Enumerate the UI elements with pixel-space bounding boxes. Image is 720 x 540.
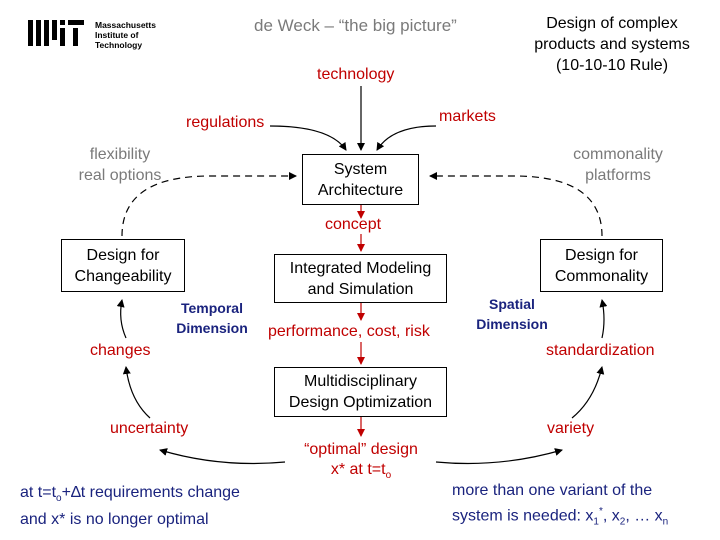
ims-line-1: Integrated Modeling xyxy=(289,259,432,277)
right-note-sub2: 2 xyxy=(619,516,626,528)
label-uncertainty: uncertainty xyxy=(110,420,189,437)
box-integrated-modeling: Integrated Modeling and Simulation xyxy=(274,254,447,303)
title-line-3: (10-10-10 Rule) xyxy=(555,57,669,74)
title-line-2: products and systems xyxy=(534,36,690,53)
mdo-line-2: Design Optimization xyxy=(288,394,433,411)
box-mdo: Multidisciplinary Design Optimization xyxy=(274,367,447,417)
label-markets: markets xyxy=(439,108,496,125)
arrow-dashed-left xyxy=(121,172,297,237)
arrow-markets xyxy=(376,125,437,151)
label-performance: performance, cost, risk xyxy=(268,323,430,340)
right-note-a: system is needed: x xyxy=(452,507,594,525)
right-note-sub3: n xyxy=(662,516,669,528)
right-note: more than one variant of the system is n… xyxy=(452,480,668,533)
mdo-line-1: Multidisciplinary xyxy=(304,373,417,390)
spatial-line-1: Spatial xyxy=(489,296,535,312)
mit-logo xyxy=(28,18,86,48)
flexibility-label: flexibility real options xyxy=(58,144,182,186)
label-changes: changes xyxy=(90,342,151,359)
right-note-b: , x xyxy=(602,507,620,525)
title-line-1: Design of complex xyxy=(546,15,678,32)
label-concept: concept xyxy=(325,216,382,233)
logo-line-1: Massachusetts xyxy=(95,20,156,30)
label-technology: technology xyxy=(317,66,395,83)
com-line-1: Design for xyxy=(565,246,638,264)
common-line-1: commonality xyxy=(573,146,663,163)
left-note-sub: o xyxy=(56,493,62,505)
temporal-line-1: Temporal xyxy=(181,300,243,316)
arrow-regulations xyxy=(269,125,347,151)
arrow-variety-standardization xyxy=(571,366,605,419)
mit-logo-icon xyxy=(28,20,84,46)
temporal-dimension: Temporal Dimension xyxy=(164,298,260,338)
optimal-design: “optimal” design x* at t=to xyxy=(276,440,446,486)
optimal-line-2-text: x* at t=t xyxy=(330,461,386,478)
arrow-optimal-left xyxy=(159,448,286,465)
right-note-line-2: system is needed: x1*, x2, … xn xyxy=(452,501,668,533)
temporal-line-2: Dimension xyxy=(176,320,248,336)
left-note-line-2: and x* is no longer optimal xyxy=(20,511,209,529)
label-regulations: regulations xyxy=(186,114,265,131)
arrow-standardization-commonality xyxy=(599,299,608,339)
left-note-a: at t=t xyxy=(20,484,57,501)
subtitle: de Weck – “the big picture” xyxy=(254,16,457,35)
label-variety: variety xyxy=(547,420,595,437)
ims-line-2: and Simulation xyxy=(307,280,414,298)
logo-text: Massachusetts Institute of Technology xyxy=(95,20,156,50)
right-note-line-1: more than one variant of the xyxy=(452,482,653,499)
left-note-line-1: at t=to+∆t requirements change xyxy=(20,482,240,509)
optimal-line-2: x* at t=to xyxy=(276,460,446,486)
com-line-2: Commonality xyxy=(554,267,649,285)
arrow-dashed-right xyxy=(429,172,603,237)
flex-line-2: real options xyxy=(78,167,162,184)
left-note-b: +∆t requirements change xyxy=(61,484,240,501)
arrow-changes-changeability xyxy=(116,299,127,339)
right-note-sup1: * xyxy=(598,506,603,517)
box-commonality: Design for Commonality xyxy=(540,239,663,292)
box-changeability: Design for Changeability xyxy=(61,239,185,292)
sa-line-2: Architecture xyxy=(317,181,404,199)
right-note-c: , … x xyxy=(625,507,663,525)
sa-line-1: System xyxy=(333,160,388,178)
common-line-2: platforms xyxy=(585,167,651,184)
flex-line-1: flexibility xyxy=(89,146,151,163)
slide-title: Design of complex products and systems (… xyxy=(512,13,712,76)
arrow-optimal-right xyxy=(435,448,563,465)
left-note: at t=to+∆t requirements change and x* is… xyxy=(20,482,240,530)
spatial-line-2: Dimension xyxy=(476,316,548,332)
chg-line-1: Design for xyxy=(86,246,160,264)
logo-line-3: Technology xyxy=(95,40,143,50)
right-note-sub1: 1 xyxy=(593,516,599,528)
optimal-line-2-sub: o xyxy=(385,470,392,482)
commonality-label: commonality platforms xyxy=(556,144,680,186)
chg-line-2: Changeability xyxy=(74,267,172,285)
box-system-architecture: System Architecture xyxy=(302,154,419,205)
arrow-uncertainty-changes xyxy=(122,366,151,419)
label-standardization: standardization xyxy=(546,342,655,359)
logo-line-2: Institute of xyxy=(95,30,139,40)
spatial-dimension: Spatial Dimension xyxy=(466,294,558,334)
optimal-line-1: “optimal” design xyxy=(304,441,418,458)
